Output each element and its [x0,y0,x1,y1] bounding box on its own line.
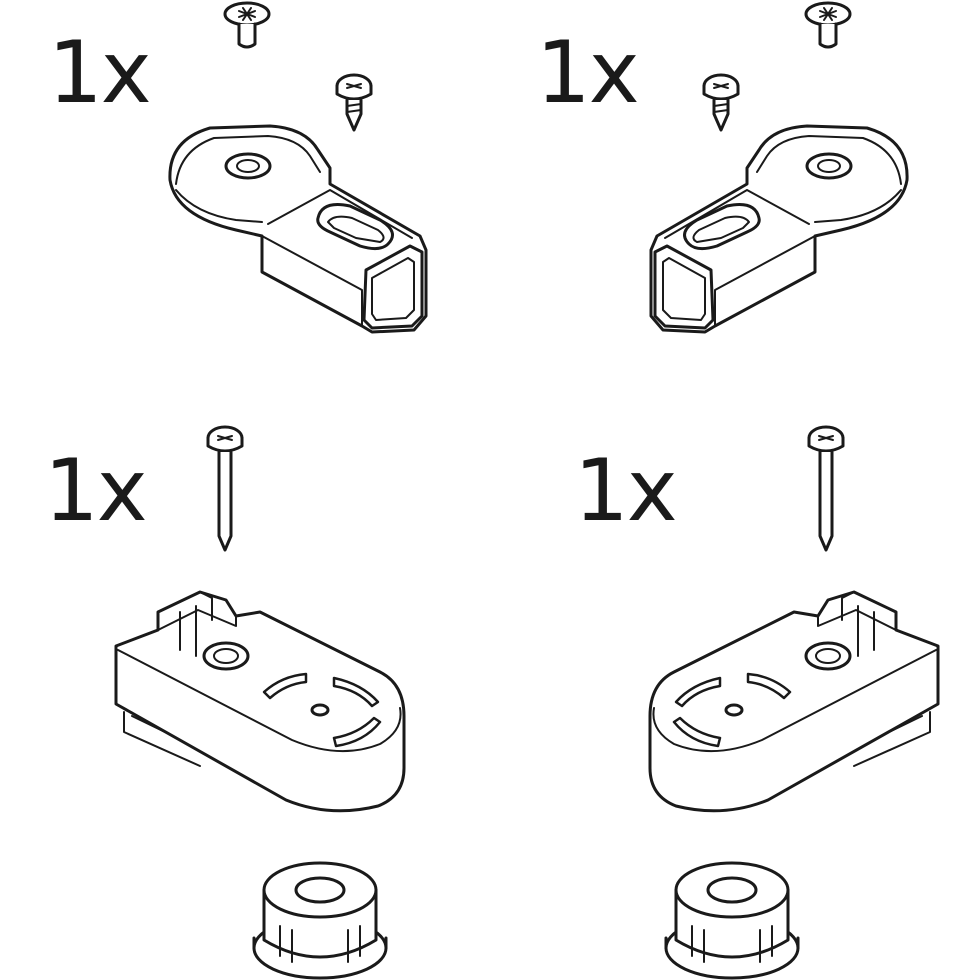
end-cap-bracket-left [114,590,406,813]
quantity-label-top-left: 1x [48,23,152,123]
bushing-icon [252,861,388,980]
bushing-icon [664,861,800,980]
pan-screw-icon [702,73,740,132]
square-tube-bracket-left [168,124,428,334]
countersunk-screw-icon [804,1,852,49]
quantity-label-top-right: 1x [536,23,640,123]
countersunk-screw-icon [223,1,271,49]
quantity-label-bottom-left: 1x [44,441,148,541]
long-screw-icon [206,425,244,552]
long-screw-icon [807,425,845,552]
quantity-label-bottom-right: 1x [574,441,678,541]
end-cap-bracket-right [648,590,940,813]
pan-screw-icon [335,73,373,132]
square-tube-bracket-right [649,124,909,334]
